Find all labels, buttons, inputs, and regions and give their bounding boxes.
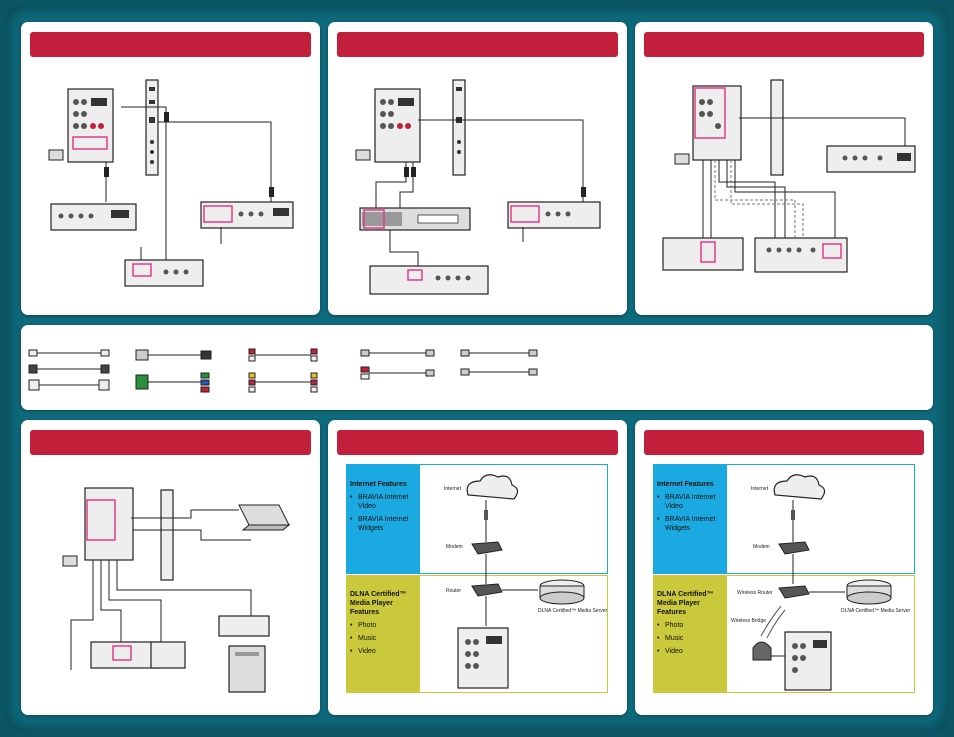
panel-component-connection xyxy=(635,22,933,315)
modem xyxy=(778,541,810,555)
internet-label: Internet xyxy=(444,486,461,492)
router xyxy=(471,583,503,597)
feature-item: BRAVIA Internet Widgets xyxy=(350,515,418,533)
connection-diagram xyxy=(662,79,916,273)
feature-item: Music xyxy=(350,634,418,643)
antenna-box xyxy=(674,153,690,165)
panel-header xyxy=(337,430,618,455)
internet-cloud xyxy=(773,474,826,500)
antenna-box xyxy=(355,149,371,161)
modem-label: Modem xyxy=(446,544,463,550)
router-label: Router xyxy=(446,588,462,594)
connection-diagram xyxy=(62,487,291,693)
dlna-area-outline xyxy=(420,575,608,693)
tv-rear-panel xyxy=(84,487,134,561)
internet-features-title: Internet Features xyxy=(350,481,407,488)
feature-item: Photo xyxy=(350,621,418,630)
panel-pc-connection xyxy=(21,420,320,715)
network-diagram xyxy=(752,474,892,691)
dlna-features-title: DLNA Certified™ Media Player Features xyxy=(657,591,714,616)
panel-network-wired: Internet Features BRAVIA Internet Video … xyxy=(328,420,627,715)
laptop xyxy=(238,504,290,526)
panel-cable-box-connection xyxy=(21,22,320,315)
panel-header xyxy=(644,430,924,455)
wireless-bridge xyxy=(752,641,772,661)
game-console xyxy=(369,265,489,295)
panel-header xyxy=(337,32,618,57)
panel-header xyxy=(30,32,311,57)
modem-label: Modem xyxy=(753,544,770,550)
feature-item: BRAVIA Internet Widgets xyxy=(657,515,725,533)
panel-cable-types xyxy=(21,325,933,410)
av-receiver xyxy=(507,201,601,229)
cable-icons xyxy=(28,348,538,393)
media-server-label: DLNA Certified™ Media Server xyxy=(538,608,608,614)
internet-label: Internet xyxy=(751,486,768,492)
feature-item: BRAVIA Internet Video xyxy=(350,493,418,511)
feature-item: Video xyxy=(657,647,725,656)
tv-side-panel xyxy=(770,79,784,176)
panel-header xyxy=(30,430,311,455)
panel-dvr-connection xyxy=(328,22,627,315)
dvd-recorder xyxy=(754,237,848,273)
panel-header xyxy=(644,32,924,57)
feature-item: Music xyxy=(657,634,725,643)
modem xyxy=(471,541,503,555)
dlna-area-outline xyxy=(727,575,915,693)
antenna-box xyxy=(48,149,64,161)
dlna-features-title: DLNA Certified™ Media Player Features xyxy=(350,591,407,616)
media-server-label: DLNA Certified™ Media Server xyxy=(841,608,911,614)
connection-diagram xyxy=(48,79,294,287)
connection-diagram xyxy=(355,79,601,295)
internet-area-outline xyxy=(420,464,608,574)
internet-area-outline xyxy=(727,464,915,574)
set-top-box xyxy=(218,615,270,637)
internet-features: Internet Features BRAVIA Internet Video … xyxy=(350,480,418,537)
network-diagram xyxy=(457,474,585,689)
vcr xyxy=(662,237,744,271)
feature-item: Video xyxy=(350,647,418,656)
internet-features: Internet Features BRAVIA Internet Video … xyxy=(657,480,725,537)
tv-rear-panel xyxy=(692,85,742,161)
internet-cloud xyxy=(466,474,519,500)
tv-side-panel xyxy=(452,79,466,176)
wireless-bridge-label: Wireless Bridge xyxy=(731,618,767,624)
feature-item: BRAVIA Internet Video xyxy=(657,493,725,511)
antenna-box xyxy=(62,555,78,567)
dvd-player xyxy=(150,641,186,669)
panel-network-wireless: Internet Features BRAVIA Internet Video … xyxy=(635,420,933,715)
wireless-router-label: Wireless Router xyxy=(737,590,773,596)
feature-item: Photo xyxy=(657,621,725,630)
wireless-router xyxy=(778,585,810,599)
internet-features-title: Internet Features xyxy=(657,481,714,488)
cable-box xyxy=(50,203,137,231)
tv-side-panel xyxy=(160,489,174,581)
dlna-features: DLNA Certified™ Media Player Features Ph… xyxy=(657,590,725,660)
dlna-features: DLNA Certified™ Media Player Features Ph… xyxy=(350,590,418,660)
